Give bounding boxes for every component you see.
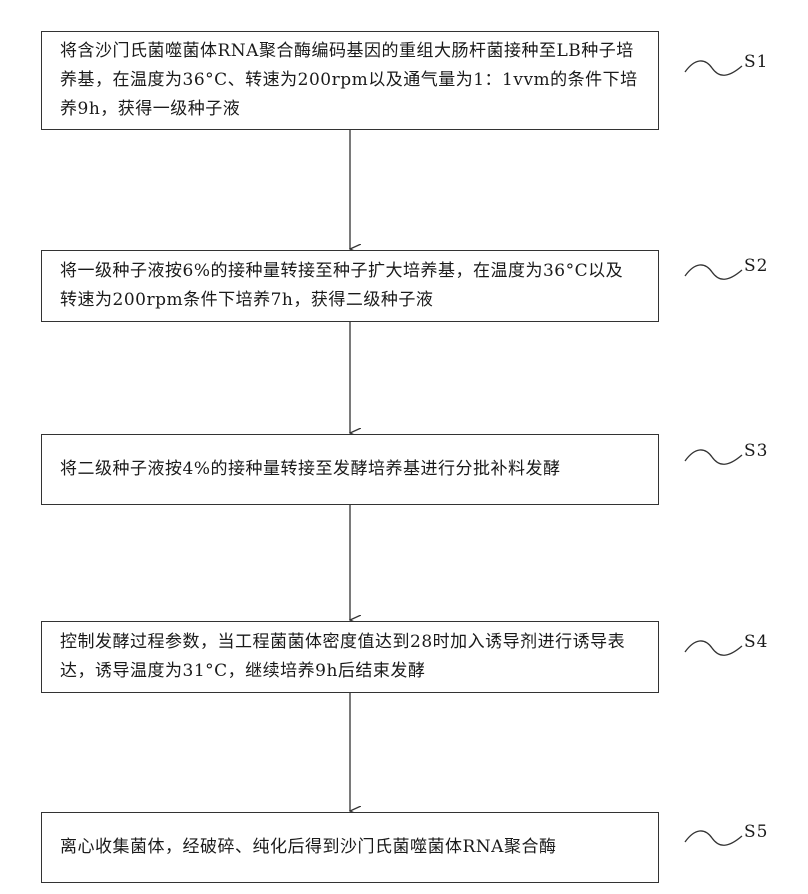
step-box-s4: 控制发酵过程参数，当工程菌菌体密度值达到28时加入诱导剂进行诱导表达，诱导温度为… [41,621,659,693]
step-label-s2: S2 [744,256,768,276]
leader-s1 [685,61,742,75]
step-text-s3: 将二级种子液按4%的接种量转接至发酵培养基进行分批补料发酵 [60,455,560,484]
step-label-s1: S1 [744,52,768,72]
step-text-s5: 离心收集菌体，经破碎、纯化后得到沙门氏菌噬菌体RNA聚合酶 [60,833,556,862]
step-text-s1: 将含沙门氏菌噬菌体RNA聚合酶编码基因的重组大肠杆菌接种至LB种子培养基，在温度… [60,37,640,124]
step-label-s3: S3 [744,441,768,461]
step-text-s2: 将一级种子液按6%的接种量转接至种子扩大培养基，在温度为36°C以及转速为200… [60,257,640,315]
step-box-s2: 将一级种子液按6%的接种量转接至种子扩大培养基，在温度为36°C以及转速为200… [41,250,659,322]
leader-s3 [685,450,742,464]
step-box-s5: 离心收集菌体，经破碎、纯化后得到沙门氏菌噬菌体RNA聚合酶 [41,812,659,883]
step-box-s3: 将二级种子液按4%的接种量转接至发酵培养基进行分批补料发酵 [41,434,659,505]
step-label-s5: S5 [744,822,768,842]
step-text-s4: 控制发酵过程参数，当工程菌菌体密度值达到28时加入诱导剂进行诱导表达，诱导温度为… [60,628,640,686]
step-box-s1: 将含沙门氏菌噬菌体RNA聚合酶编码基因的重组大肠杆菌接种至LB种子培养基，在温度… [41,31,659,130]
leader-s2 [685,265,742,279]
step-label-s4: S4 [744,632,768,652]
leader-s5 [685,831,742,845]
leader-s4 [685,641,742,655]
